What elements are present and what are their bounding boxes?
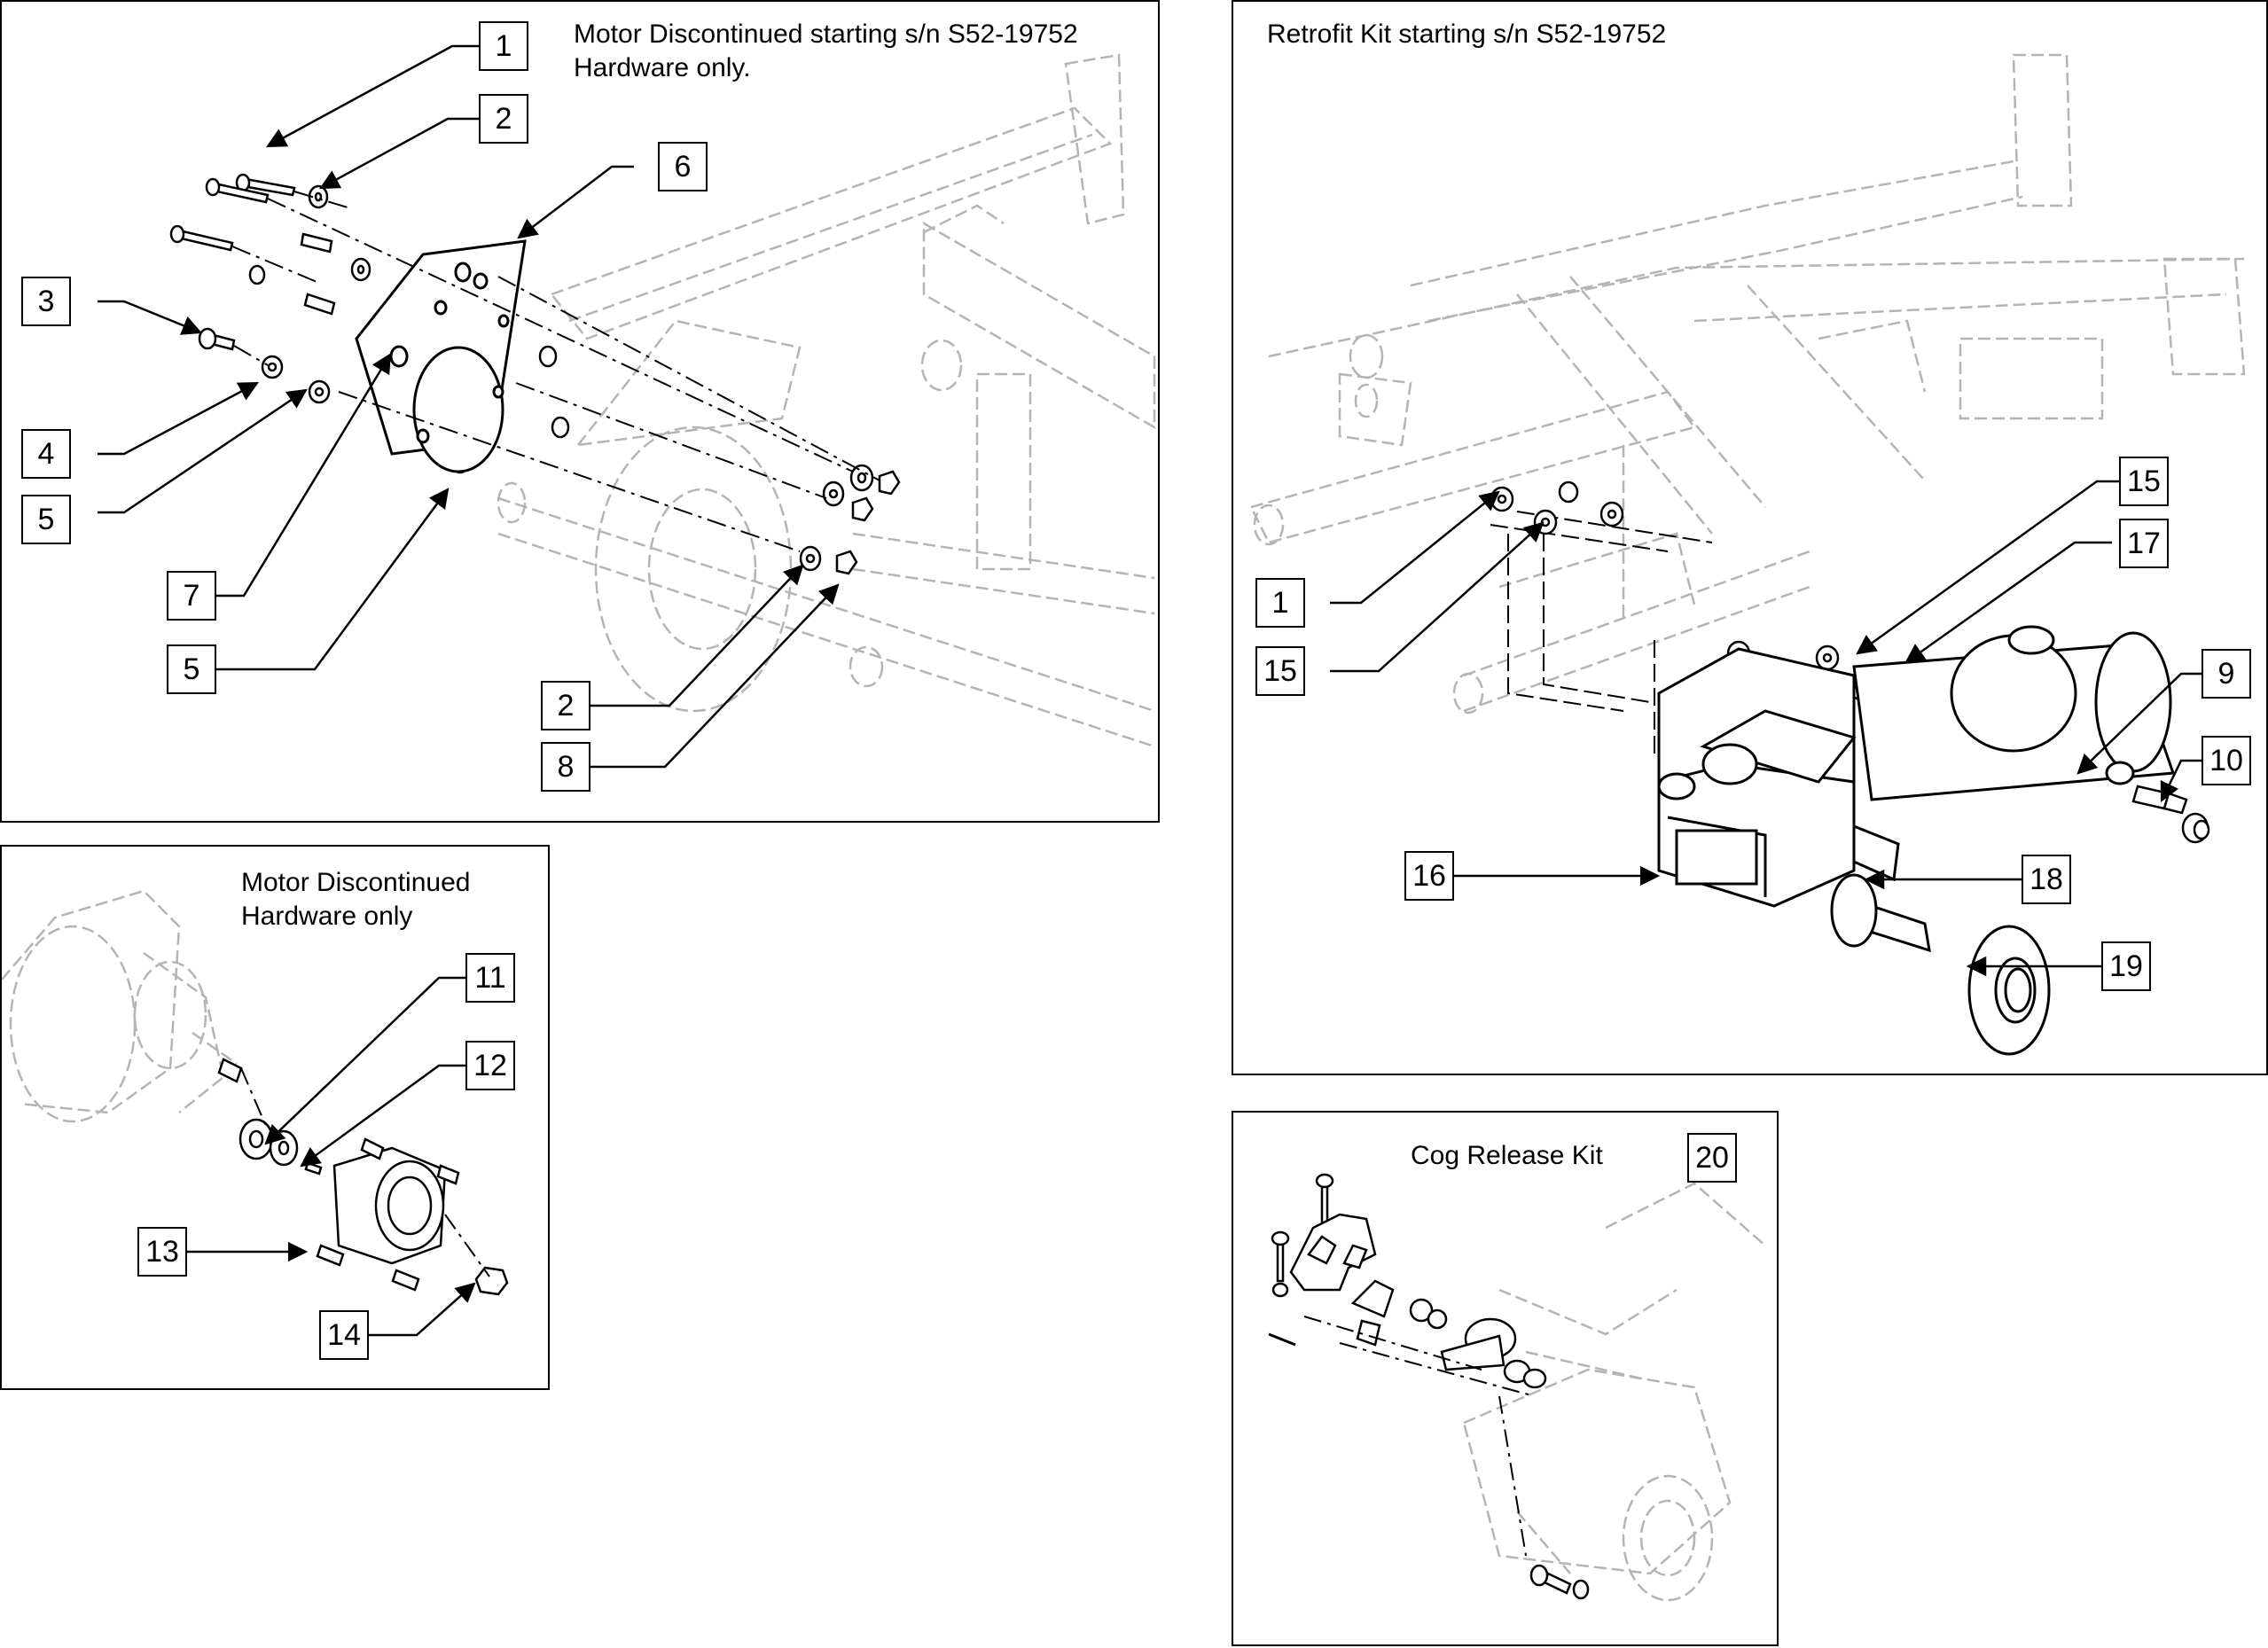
- callout-6: 6: [658, 142, 708, 191]
- callout-20: 20: [1687, 1133, 1737, 1183]
- panel-title: Retrofit Kit starting s/n S52-19752: [1267, 20, 1667, 49]
- callout-11: 11: [465, 953, 515, 1003]
- callout-3: 3: [21, 277, 71, 326]
- callout-15b: 15: [1255, 646, 1305, 696]
- callout-5b: 5: [167, 644, 216, 694]
- callout-13: 13: [137, 1227, 187, 1277]
- callout-16: 16: [1404, 851, 1454, 901]
- callout-7: 7: [167, 571, 216, 621]
- callout-5: 5: [21, 495, 71, 544]
- panel-title: Motor Discontinued Hardware only: [241, 868, 471, 931]
- callout-1b: 1: [1255, 578, 1305, 628]
- callout-15: 15: [2119, 457, 2169, 506]
- callout-14: 14: [319, 1310, 369, 1360]
- callout-1: 1: [479, 21, 528, 71]
- panel-motor-discontinued-hub: Motor Discontinued Hardware only: [0, 845, 550, 1390]
- callout-2b: 2: [541, 681, 590, 730]
- callout-9: 9: [2202, 649, 2251, 699]
- callout-18: 18: [2022, 855, 2071, 904]
- callout-2: 2: [479, 94, 528, 144]
- callout-8: 8: [541, 742, 590, 792]
- callout-10: 10: [2202, 736, 2251, 785]
- panel-cog-release-kit: Cog Release Kit: [1232, 1111, 1779, 1646]
- callout-12: 12: [465, 1041, 515, 1090]
- panel-title: Cog Release Kit: [1411, 1141, 1603, 1170]
- cog-release-exploded-drawing: [1268, 1173, 1766, 1602]
- retrofit-kit-exploded-drawing: [1249, 53, 2246, 1056]
- callout-19: 19: [2101, 941, 2151, 991]
- callout-17: 17: [2119, 519, 2169, 568]
- panel-retrofit-kit: Retrofit Kit starting s/n S52-19752: [1232, 0, 2268, 1075]
- panel-title: Motor Discontinued starting s/n S52-1975…: [574, 20, 1078, 82]
- callout-4: 4: [21, 429, 71, 479]
